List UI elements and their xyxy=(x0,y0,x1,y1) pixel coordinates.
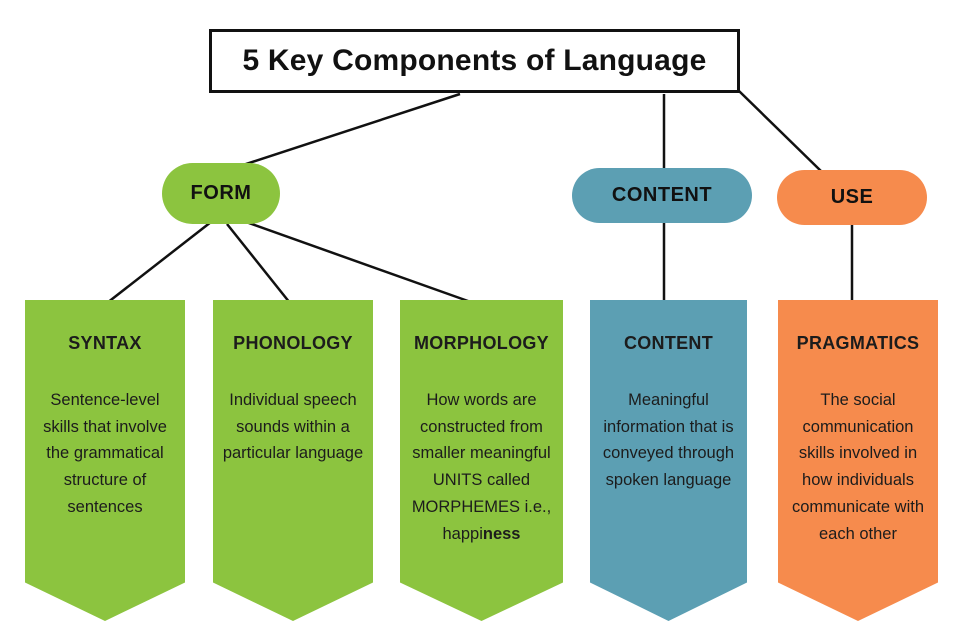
connector-title-form xyxy=(236,92,461,169)
category-pill-form-label: FORM xyxy=(190,182,252,204)
connector-form-morphology xyxy=(245,220,483,308)
banner-syntax-body-text: Sentence-level skills that involve the g… xyxy=(43,391,167,516)
banner-pragmatics-heading: PRAGMATICS xyxy=(796,333,920,353)
banner-content-heading: CONTENT xyxy=(623,333,714,353)
banner-morphology-body: How words are constructed from smaller m… xyxy=(407,387,556,547)
banner-phonology-body: Individual speech sounds within a partic… xyxy=(220,387,366,467)
connector-title-use xyxy=(738,90,824,174)
banner-morphology-heading: MORPHOLOGY xyxy=(413,333,549,353)
banner-phonology: PHONOLOGY Individual speech sounds withi… xyxy=(213,300,373,621)
banner-pragmatics: PRAGMATICS The social communication skil… xyxy=(778,300,938,621)
diagram-title-text: 5 Key Components of Language xyxy=(242,44,707,77)
banner-syntax-body: Sentence-level skills that involve the g… xyxy=(32,387,178,521)
banner-syntax: SYNTAX Sentence-level skills that involv… xyxy=(25,300,185,621)
banner-syntax-heading: SYNTAX xyxy=(68,333,142,353)
banner-pragmatics-body: The social communication skills involved… xyxy=(785,387,931,547)
category-pill-content: CONTENT xyxy=(572,168,752,223)
category-pill-use-label: USE xyxy=(830,186,874,208)
banner-morphology: MORPHOLOGY How words are constructed fro… xyxy=(400,300,563,621)
banner-morphology-body-text: How words are constructed from smaller m… xyxy=(411,391,552,543)
banner-content: CONTENT Meaningful information that is c… xyxy=(590,300,747,621)
banner-phonology-heading: PHONOLOGY xyxy=(233,333,353,353)
category-pill-form: FORM xyxy=(162,163,280,224)
category-pill-use: USE xyxy=(777,170,927,225)
connector-form-phonology xyxy=(226,223,291,304)
banner-content-body-text: Meaningful information that is conveyed … xyxy=(602,391,735,490)
category-pill-content-label: CONTENT xyxy=(611,184,713,206)
banner-content-body: Meaningful information that is conveyed … xyxy=(597,387,740,494)
banner-phonology-body-text: Individual speech sounds within a partic… xyxy=(222,391,364,463)
diagram-title: 5 Key Components of Language xyxy=(209,29,740,93)
connector-form-syntax xyxy=(106,221,212,304)
banner-pragmatics-body-text: The social communication skills involved… xyxy=(791,391,925,543)
banner-morphology-body-bold-suffix: ness xyxy=(482,524,521,543)
